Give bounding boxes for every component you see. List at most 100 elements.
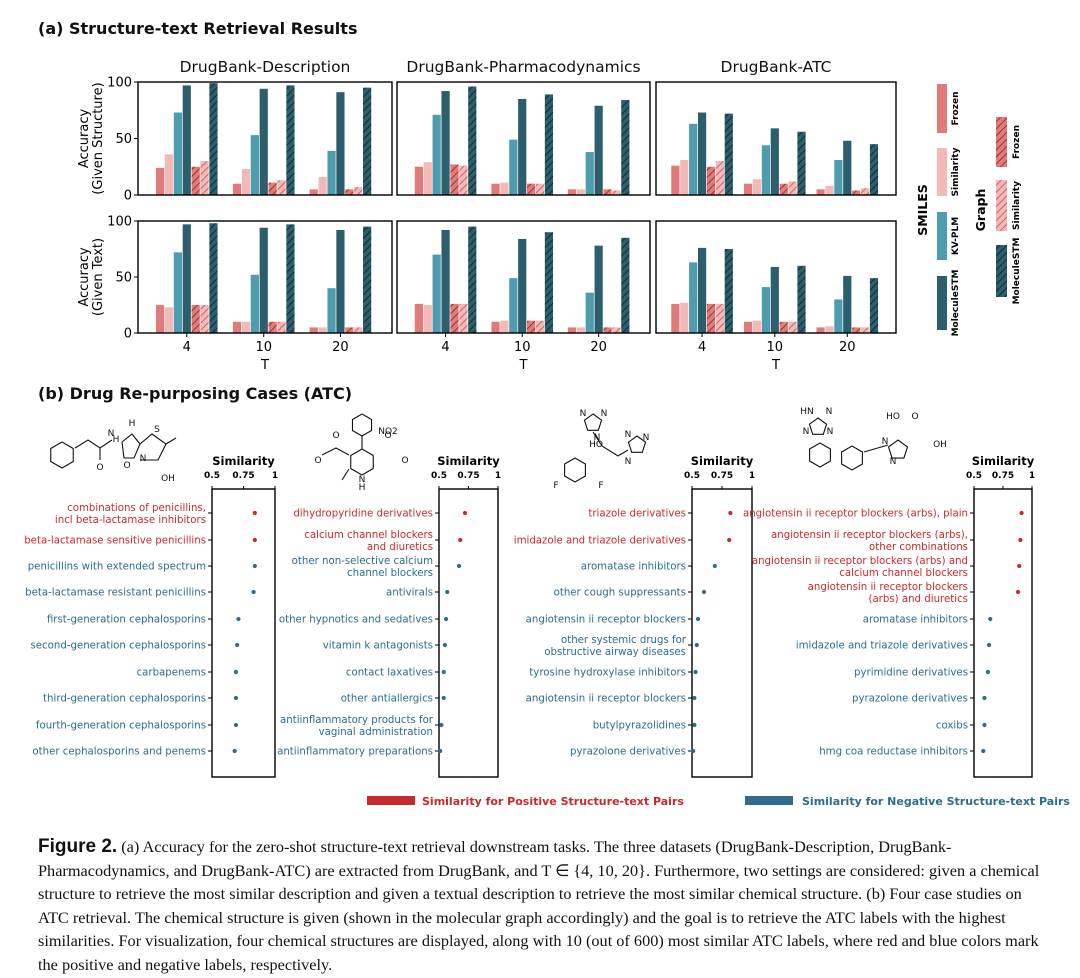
bar-structure-0-1-2 — [250, 135, 259, 195]
bar-text-1-1-0 — [491, 321, 500, 333]
y-tick-label: 100 — [107, 215, 132, 230]
case-label: beta-lactamase sensitive penicillins — [24, 536, 206, 547]
case-axis-title: Similarity — [691, 454, 754, 468]
bar-panel-structure-0 — [137, 81, 393, 196]
atom-n: N — [594, 433, 601, 443]
molecule-2 — [321, 413, 374, 481]
case-point — [985, 669, 991, 675]
bar-structure-1-0-2 — [432, 114, 441, 195]
legend-swatch-smiles-0 — [937, 84, 947, 133]
bar-text-2-1-0 — [744, 321, 753, 333]
bar-structure-1-2-2 — [585, 152, 594, 195]
case-point — [728, 510, 733, 516]
legend-label-smiles-2: KV-PLM — [951, 217, 961, 255]
bar-text-1-2-3 — [594, 245, 603, 333]
bar-text-0-0-1 — [164, 307, 174, 333]
bar-structure-0-2-4 — [345, 189, 354, 195]
atom-h: H — [129, 419, 136, 429]
case-label: angiotensin ii receptor blockers (arbs),… — [743, 509, 968, 520]
panel-title-1: DrugBank-Pharmacodynamics — [406, 58, 640, 76]
bar-text-0-2-0 — [309, 327, 318, 333]
atom-o: O — [384, 431, 391, 441]
bar-structure-1-1-5 — [535, 183, 545, 195]
x-tick-label: 10 — [767, 340, 784, 355]
case-point — [233, 669, 239, 675]
atom-f: F — [553, 481, 558, 491]
case-point — [692, 695, 697, 701]
bar-structure-0-2-3 — [336, 92, 345, 195]
bar-text-0-1-1 — [241, 321, 251, 333]
bar-text-0-0-2 — [173, 252, 182, 333]
case-point — [232, 748, 237, 754]
case-frame — [438, 488, 499, 778]
section-title-a: (a) Structure-text Retrieval Results — [38, 19, 358, 38]
bar-text-0-2-6 — [363, 226, 372, 333]
bar-structure-0-2-5 — [354, 187, 363, 195]
case-label: aromatase inhibitors — [863, 615, 968, 626]
atom-n: N — [803, 427, 810, 437]
bar-text-1-1-5 — [535, 320, 545, 333]
case-label: pyrazolone derivatives — [852, 694, 968, 705]
case-point — [1015, 589, 1021, 595]
case-label: third-generation cephalosporins — [43, 694, 206, 705]
bar-structure-2-2-6 — [869, 144, 879, 195]
case-point — [1019, 510, 1024, 516]
bar-structure-1-2-3 — [594, 105, 603, 195]
bar-text-2-2-2 — [834, 299, 843, 333]
bar-structure-2-1-1 — [752, 179, 762, 195]
atom-o: O — [332, 431, 339, 441]
panel-frame — [655, 81, 897, 196]
case-axis-title: Similarity — [212, 454, 275, 468]
bar-structure-2-0-3 — [697, 112, 707, 195]
figure-caption: Figure 2. (a) Accuracy for the zero-shot… — [38, 835, 1053, 976]
atom-o: O — [401, 456, 408, 466]
atom-n: N — [890, 457, 897, 467]
case-label: first-generation cephalosporins — [47, 615, 206, 626]
bar-text-0-1-0 — [232, 321, 242, 333]
case-x-tick-label: 1 — [1029, 471, 1035, 481]
bar-structure-1-2-0 — [567, 189, 577, 195]
case-point — [988, 616, 993, 622]
case-label: other hypnotics and sedatives — [279, 615, 433, 626]
bar-structure-2-0-1 — [680, 159, 689, 195]
bar-text-1-1-2 — [509, 278, 518, 333]
case-point — [458, 537, 463, 543]
bar-text-1-1-3 — [518, 238, 527, 333]
panel-frame — [396, 220, 651, 334]
panel-frame — [396, 81, 651, 196]
case-point — [438, 748, 443, 754]
case-point — [445, 589, 450, 595]
case-x-tick-label: 1 — [272, 471, 278, 481]
bar-text-1-2-4 — [603, 327, 612, 333]
bar-text-2-2-3 — [843, 275, 852, 333]
legend-group-graph: Graph — [973, 189, 988, 232]
bar-text-0-2-5 — [354, 327, 363, 333]
bar-structure-1-0-1 — [423, 162, 432, 195]
x-tick-label: 20 — [332, 340, 349, 355]
case-point — [439, 722, 444, 728]
bar-text-1-2-6 — [621, 237, 630, 333]
bar-structure-2-2-4 — [852, 190, 861, 195]
case-label: combinations of penicillins,incl beta-la… — [55, 503, 206, 526]
bar-text-2-2-4 — [852, 327, 861, 333]
bar-text-0-0-6 — [209, 223, 218, 333]
x-axis-label: T — [260, 358, 269, 373]
bar-structure-2-0-5 — [715, 161, 724, 195]
atom-o: O — [911, 412, 918, 422]
caption-label: Figure 2. — [38, 836, 118, 857]
atom-h: H — [359, 483, 366, 493]
atom-o: O — [123, 461, 130, 471]
bar-text-2-1-4 — [779, 321, 788, 333]
legend-swatch-smiles-3 — [937, 276, 947, 330]
case-point — [252, 563, 257, 569]
bar-structure-2-1-3 — [770, 128, 779, 195]
atom-ho: HO — [886, 412, 900, 422]
case-x-tick-label: 1 — [749, 471, 755, 481]
legend-label-graph-0: Frozen — [1012, 125, 1022, 159]
case-label: hmg coa reductase inhibitors — [819, 747, 968, 758]
case-label: pyrazolone derivatives — [570, 747, 686, 758]
case-point — [727, 537, 732, 543]
